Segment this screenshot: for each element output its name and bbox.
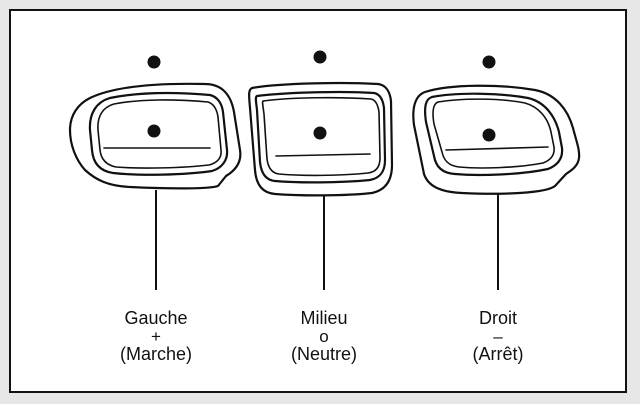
right-button-state: (Arrêt) [472,344,524,364]
right-button-groove [445,146,549,151]
right-button-symbol: – [493,327,503,346]
left-button-label: Gauche + (Marche) [76,309,236,364]
right-button [412,84,581,195]
right-button-inner-face [432,98,555,169]
right-button-dot [482,128,496,142]
middle-button-dot [313,126,327,140]
middle-button-symbol: o [319,327,329,346]
left-button-state: (Marche) [119,344,192,364]
right-top-dot [482,55,496,69]
left-top-dot [147,55,161,69]
middle-button-inner-face [261,96,381,177]
left-button-dot [147,124,161,138]
left-button-inner-face [97,99,222,169]
middle-button-name: Milieu [300,308,348,328]
left-button-symbol: + [151,327,161,346]
middle-top-dot [313,50,327,64]
middle-button-label: Milieu o (Neutre) [244,309,404,364]
right-button-label: Droit – (Arrêt) [418,309,578,364]
right-button-name: Droit [478,308,517,328]
left-button-name: Gauche [124,308,188,328]
diagram-frame [9,9,627,393]
middle-button-groove [275,153,371,157]
middle-button-state: (Neutre) [290,344,357,364]
